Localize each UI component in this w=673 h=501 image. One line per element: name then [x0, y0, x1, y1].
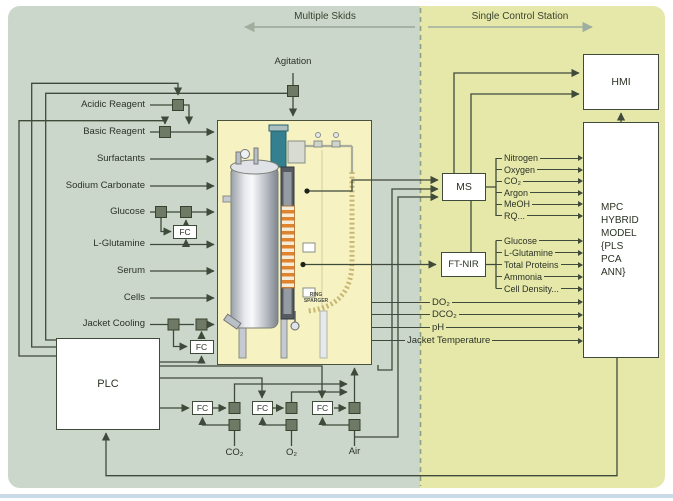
ftnir-output-label: L-Glutamine	[504, 247, 554, 258]
plc-box: PLC	[56, 338, 160, 430]
ms-output-row-rq: RQ...	[496, 210, 583, 221]
signal-label: DO₂	[432, 296, 450, 308]
hmi-box: HMI	[583, 54, 659, 110]
sensor-probe-dots	[300, 188, 310, 268]
ftnir-output-row-cell-density: Cell Density...	[496, 283, 583, 294]
ms-output-label: MeOH	[504, 199, 531, 209]
fc-box-co2: FC	[192, 401, 213, 415]
arrowhead-icon	[578, 212, 583, 219]
vessel-body	[230, 165, 279, 329]
ftnir-analyzer-box: FT-NIR	[441, 252, 486, 277]
ftnir-output-row-l-glutamine: L-Glutamine	[496, 247, 583, 258]
feed-label-acidic-reagent: Acidic Reagent	[81, 99, 145, 110]
feed-label-surfactants: Surfactants	[96, 153, 145, 164]
heater-coil	[281, 205, 295, 289]
zone-label-multiple-skids: Multiple Skids	[294, 11, 356, 22]
ftnir-output-label: Total Proteins	[504, 259, 559, 270]
arrowhead-icon	[578, 155, 583, 161]
ring-sparger-label: RING SPARGER	[303, 292, 329, 304]
feed-label-glucose: Glucose	[110, 206, 145, 217]
feed-label-l-glutamine: L-Glutamine	[93, 238, 145, 249]
pressure-gauge	[240, 149, 250, 159]
arrowhead-icon	[578, 285, 583, 292]
arrowhead-icon	[578, 237, 583, 244]
mpc-hybrid-model-text: MPC HYBRID MODEL {PLS PCA ANN}	[601, 202, 639, 278]
ms-output-row-co2: CO₂	[496, 176, 583, 187]
arrowhead-icon	[578, 249, 583, 256]
ms-output-label: Oxygen	[504, 164, 536, 175]
valve-squares	[155, 85, 361, 431]
arrowhead-icon	[578, 337, 583, 344]
feed-label-serum: Serum	[117, 265, 145, 276]
fc-box-air: FC	[312, 401, 333, 415]
signal-label: pH	[432, 322, 445, 333]
fc-box-jacket: FC	[189, 339, 214, 354]
feed-label-basic-reagent: Basic Reagent	[83, 126, 145, 137]
ftnir-output-label: Cell Density...	[504, 283, 559, 294]
gas-label-co2: CO₂	[225, 447, 244, 458]
arrowhead-icon	[578, 273, 583, 280]
arrowhead-icon	[578, 166, 583, 173]
arrowhead-icon	[578, 261, 583, 268]
bioreactor-illustration	[222, 124, 355, 359]
ms-output-row-meoh: MeOH	[496, 199, 583, 210]
fc-box-o2: FC	[252, 401, 273, 415]
ms-output-label: CO₂	[504, 176, 521, 186]
signal-row-ph: pH	[372, 322, 583, 333]
arrowhead-icon	[578, 299, 583, 305]
gas-label-air: Air	[348, 446, 361, 457]
signal-row-jacket-temperature: Jacket Temperature	[372, 335, 583, 346]
mpc-hybrid-model-box: MPC HYBRID MODEL {PLS PCA ANN}	[583, 122, 659, 358]
signal-label: Jacket Temperature	[407, 335, 491, 346]
ftnir-output-label: Ammonia	[504, 271, 543, 282]
arrowhead-icon	[578, 189, 583, 196]
ftnir-output-label: Glucose	[504, 235, 538, 246]
feed-label-sodium-carbonate: Sodium Carbonate	[65, 180, 145, 191]
ms-output-label: RQ...	[504, 210, 526, 221]
arrowhead-icon	[578, 311, 583, 318]
arrowhead-icon	[578, 178, 583, 184]
signal-label: DCO₂	[432, 309, 457, 320]
arrowhead-icon	[578, 324, 583, 331]
arrowhead-icon	[578, 201, 583, 207]
ftnir-output-row-glucose: Glucose	[496, 235, 583, 246]
fc-box-glucose: FC	[173, 224, 197, 239]
ms-output-label: Argon	[504, 187, 529, 198]
feed-label-jacket-cooling: Jacket Cooling	[82, 318, 145, 329]
signal-row-do2: DO₂	[372, 297, 583, 308]
signal-row-dco2: DCO₂	[372, 309, 583, 320]
ms-output-row-nitrogen: Nitrogen	[496, 153, 583, 164]
gas-label-o2: O₂	[285, 447, 298, 458]
bottom-page-edge	[0, 494, 673, 498]
ftnir-output-row-ammonia: Ammonia	[496, 271, 583, 282]
ms-output-row-argon: Argon	[496, 187, 583, 198]
ms-output-label: Nitrogen	[504, 153, 539, 163]
zone-label-single-control-station: Single Control Station	[471, 11, 569, 22]
ms-output-row-oxygen: Oxygen	[496, 164, 583, 175]
ftnir-output-row-total-proteins: Total Proteins	[496, 259, 583, 270]
ms-analyzer-box: MS	[442, 173, 486, 201]
agitation-label: Agitation	[274, 56, 312, 67]
feed-label-cells: Cells	[123, 292, 145, 303]
agitator-motor	[270, 128, 287, 168]
